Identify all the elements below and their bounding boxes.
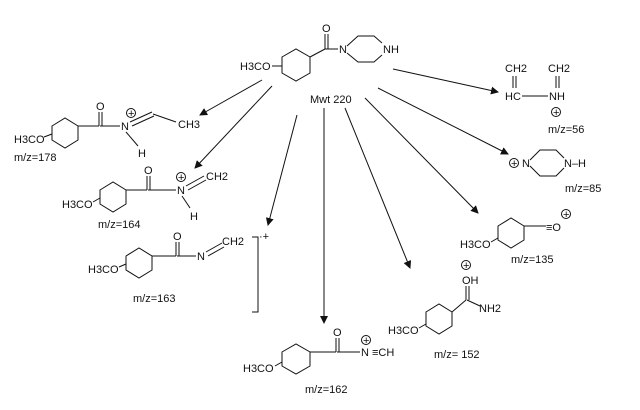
mz-label-85: m/z=85: [565, 183, 601, 195]
f163-ch2: CH2: [222, 236, 244, 248]
f85-charge: +: [511, 158, 517, 170]
parent-mw-label: Mwt 220: [310, 94, 352, 106]
mz-label-178: m/z=178: [14, 152, 57, 164]
parent-molecule: H3CO O N NH Mwt 220: [240, 23, 399, 106]
fragment-178: H3CO O N + H CH3 m/z=178: [14, 101, 200, 164]
parent-n: N: [339, 44, 347, 56]
f164-ring: [99, 181, 127, 213]
parent-benzene-ring: [281, 48, 311, 82]
f162-charge-circle: [361, 335, 371, 345]
mz-label-56: m/z=56: [548, 124, 584, 136]
f85-nh: N–H: [564, 158, 586, 170]
f162-charge: +: [363, 335, 369, 347]
f56-charge: +: [553, 107, 559, 119]
f164-o: O: [144, 165, 153, 177]
f178-o: O: [96, 101, 105, 113]
f163-h3co: H3CO: [88, 264, 119, 276]
f135-ring: [497, 217, 525, 249]
fragment-135: H3CO ≡O + m/z=135: [460, 209, 571, 266]
f178-charge-circle: [126, 108, 136, 118]
f164-ch2: CH2: [206, 171, 228, 183]
parent-carbonyl-o: O: [322, 23, 331, 35]
f164-h: H: [190, 211, 198, 223]
arrow-to-178: [199, 79, 263, 116]
f152-ring: [425, 303, 453, 335]
f135-charge: +: [563, 209, 569, 221]
f162-ch: ≡CH: [372, 347, 394, 359]
mz-label-135: m/z=135: [511, 254, 554, 266]
f152-nh2: NH2: [479, 303, 501, 315]
f178-ring: [51, 117, 79, 149]
f163-ring: [125, 247, 153, 279]
fragment-164: H3CO O N + H CH2 m/z=164: [62, 165, 228, 231]
f163-radical-cation: ·+: [259, 231, 269, 243]
arrow-to-85: [377, 87, 509, 155]
f152-charge: +: [463, 260, 469, 272]
f163-n: N: [197, 251, 205, 263]
f56-charge-circle: [551, 107, 561, 117]
parent-h3co: H3CO: [240, 61, 271, 73]
mz-label-163: m/z=163: [133, 293, 176, 305]
mz-label-152: m/z= 152: [434, 349, 480, 361]
arrow-to-163: [265, 114, 298, 226]
f85-charge-circle: [509, 158, 519, 168]
f178-h3co: H3CO: [14, 134, 45, 146]
f162-o: O: [333, 327, 342, 339]
mz-label-164: m/z=164: [98, 219, 141, 231]
f152-h3co: H3CO: [388, 325, 419, 337]
f162-n: N: [361, 347, 369, 359]
fragment-152: H3CO OH + NH2 m/z= 152: [388, 260, 501, 361]
fragment-163: H3CO O N CH2 ·+ m/z=163: [88, 231, 269, 313]
parent-nh: NH: [383, 44, 399, 56]
f164-n: N: [177, 185, 185, 197]
f135-h3co: H3CO: [460, 239, 491, 251]
f152-charge-circle: [461, 260, 471, 270]
f135-charge-circle: [561, 209, 571, 219]
f56-ch2-left: CH2: [505, 63, 527, 75]
f56-hc: HC: [505, 91, 521, 103]
f56-nh: NH: [549, 91, 565, 103]
fragment-85: + N N–H m/z=85: [509, 149, 601, 195]
f163-o: O: [173, 231, 182, 243]
f56-ch2-right: CH2: [548, 63, 570, 75]
f178-charge: +: [128, 108, 134, 120]
f164-charge-circle: [176, 172, 186, 182]
arrow-to-56: [392, 68, 499, 95]
f178-h: H: [138, 148, 146, 160]
f135-co: ≡O: [546, 222, 561, 234]
f152-oh: OH: [462, 275, 479, 287]
f164-charge: +: [178, 172, 184, 184]
f178-n: N: [121, 121, 129, 133]
arrow-to-164: [194, 85, 273, 169]
fragment-162: H3CO O N + ≡CH m/z=162: [243, 327, 394, 396]
f85-n: N: [522, 158, 530, 170]
fragment-56: CH2 CH2 HC NH + m/z=56: [505, 63, 584, 136]
f164-h3co: H3CO: [62, 199, 93, 211]
fragmentation-arrows: [194, 68, 509, 324]
mz-label-162: m/z=162: [305, 384, 348, 396]
f178-ch3: CH3: [178, 119, 200, 131]
f162-h3co: H3CO: [243, 363, 274, 375]
f162-ring: [281, 343, 311, 375]
arrow-to-135: [364, 97, 479, 214]
arrow-to-152: [344, 107, 412, 269]
f163-bracket: [252, 236, 259, 313]
